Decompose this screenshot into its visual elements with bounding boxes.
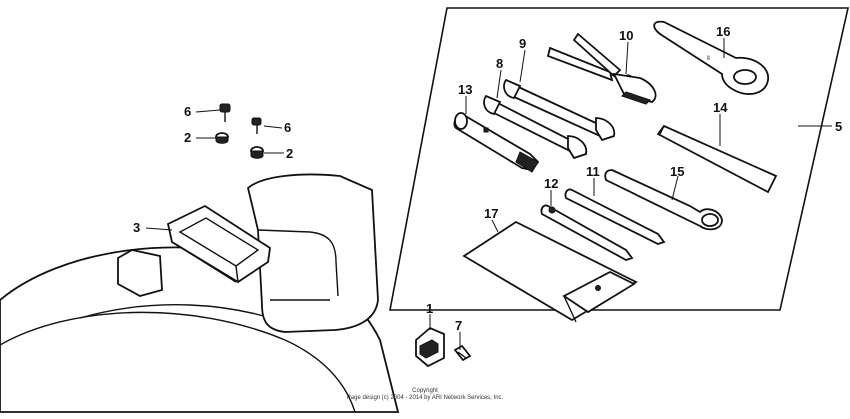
callout-12: 12 <box>544 176 558 191</box>
bolt-left <box>219 103 231 122</box>
tool-tray <box>166 204 271 284</box>
open-end-wrench-9 <box>503 78 616 142</box>
callout-10: 10 <box>619 28 633 43</box>
bolt-right <box>251 117 262 134</box>
callout-11: 11 <box>586 164 600 179</box>
callout-17: 17 <box>484 206 498 221</box>
pliers <box>546 32 657 105</box>
screwdriver-11 <box>564 188 666 245</box>
callout-9: 9 <box>519 36 526 51</box>
copyright-notice: Copyright Page design (c) 2004 - 2014 by… <box>347 388 504 401</box>
callout-2-right: 2 <box>286 146 293 161</box>
screwdriver-12 <box>540 204 634 261</box>
screwdriver-handle <box>604 169 723 231</box>
pin <box>453 344 472 362</box>
washer-left <box>215 132 229 144</box>
fender-bump <box>117 249 163 297</box>
tool-box-cover <box>246 173 379 333</box>
washer-right <box>250 146 264 159</box>
tool-bag <box>462 220 638 323</box>
callout-2-left: 2 <box>184 130 191 145</box>
callout-8: 8 <box>496 56 503 71</box>
callout-13: 13 <box>458 82 472 97</box>
tool-kit-frame <box>389 7 850 311</box>
callout-14: 14 <box>713 100 728 115</box>
box-socket <box>453 112 540 173</box>
callout-6-left: 6 <box>184 104 191 119</box>
handle-bar <box>656 124 778 194</box>
callout-labels: 6 2 6 2 3 1 7 5 13 8 9 10 16 14 15 11 12… <box>133 24 842 333</box>
open-end-wrench-8 <box>483 94 588 160</box>
callout-7: 7 <box>455 318 462 333</box>
svg-text:Ⅱ: Ⅱ <box>707 56 710 62</box>
callout-5: 5 <box>835 119 842 134</box>
spanner-wrench: Ⅱ <box>653 20 769 95</box>
leader-lines <box>145 38 832 350</box>
callout-3: 3 <box>133 220 140 235</box>
copyright-line-2: Page design (c) 2004 - 2014 by ARI Netwo… <box>347 395 504 401</box>
callout-16: 16 <box>716 24 730 39</box>
callout-15: 15 <box>670 164 684 179</box>
copyright-line-1: Copyright <box>412 388 438 394</box>
grommet <box>415 326 445 368</box>
callout-1: 1 <box>426 301 433 316</box>
callout-6-right: 6 <box>284 120 291 135</box>
